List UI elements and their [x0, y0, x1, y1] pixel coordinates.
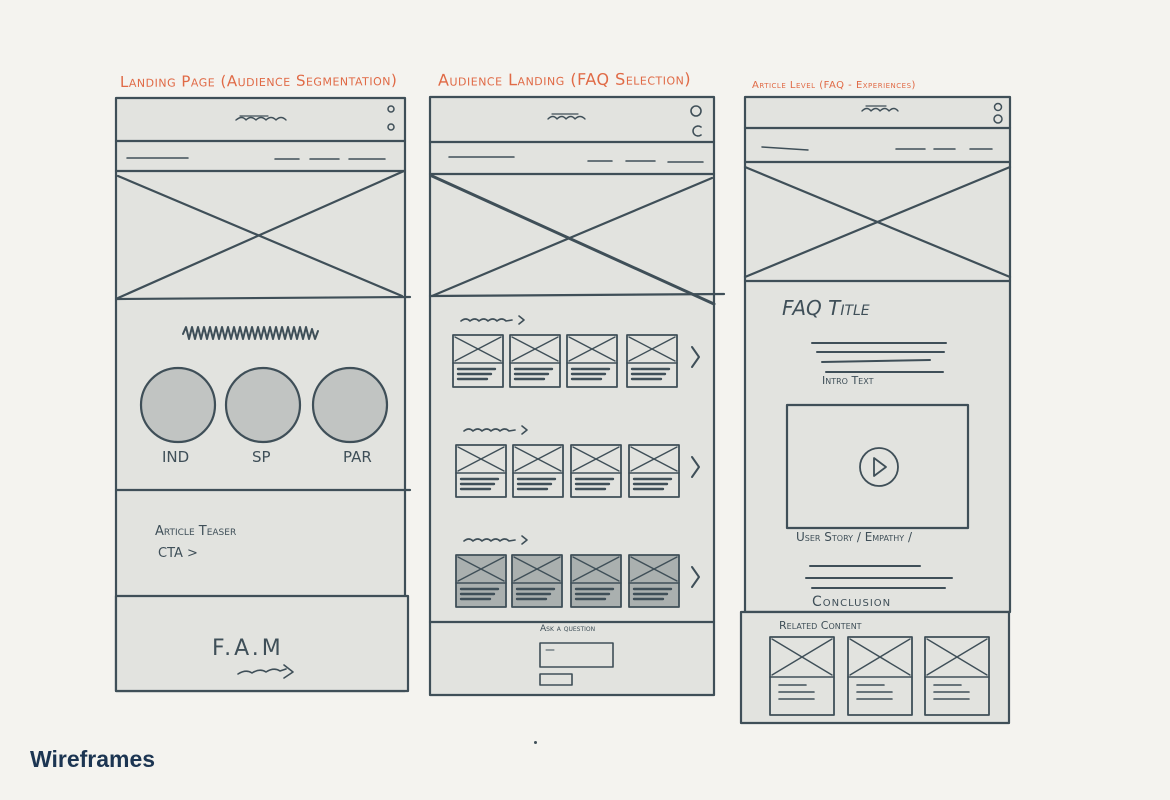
logo-scribble	[235, 116, 287, 121]
play-icon-circle[interactable]	[859, 447, 899, 487]
chevron-right-icon[interactable]	[691, 456, 700, 478]
search-icon	[692, 125, 702, 137]
card-image-cross	[514, 446, 562, 472]
faq-card[interactable]	[566, 334, 618, 388]
faq-card-rows	[452, 315, 700, 608]
card-image-cross	[628, 336, 676, 362]
card-frame	[769, 636, 835, 716]
wireframe-title-landing: Landing Page (Audience Segmentation)	[119, 71, 398, 91]
footer-scribble	[237, 668, 287, 675]
video-player[interactable]	[785, 403, 970, 530]
intro-text-label: Intro Text	[822, 374, 874, 387]
card-frame	[847, 636, 913, 716]
faq-card[interactable]	[455, 444, 507, 498]
related-content-card[interactable]	[769, 636, 835, 716]
wireframe-audience-landing	[428, 95, 726, 697]
faq-card[interactable]	[628, 444, 680, 498]
card-image-cross	[572, 556, 620, 582]
wireframe-title-article: Article Level (FAQ - Experiences)	[752, 80, 916, 91]
audience-label-sp: SP	[252, 448, 271, 466]
logo-scribble	[861, 107, 899, 112]
card-image-cross	[513, 556, 561, 582]
row-heading-scribble	[460, 318, 513, 322]
menu-icon	[690, 105, 702, 117]
card-image-cross	[572, 446, 620, 472]
faq-card[interactable]	[511, 554, 563, 608]
card-image-cross	[457, 556, 505, 582]
hero-image-placeholder	[428, 174, 726, 306]
row-heading-arrow-icon	[518, 315, 525, 325]
faq-card[interactable]	[628, 554, 680, 608]
wireframe-title-audience: Audience Landing (FAQ Selection)	[437, 69, 692, 90]
card-image-cross	[457, 446, 505, 472]
faq-title-label: FAQ Title	[782, 296, 870, 320]
audience-label-par: PAR	[343, 448, 372, 466]
ask-question-label: Ask a question	[540, 624, 596, 634]
audience-label-ind: IND	[162, 448, 190, 466]
faq-row	[455, 535, 700, 608]
row-heading-scribble	[463, 538, 516, 542]
search-icon	[387, 123, 395, 131]
wireframe-article-level	[739, 95, 1012, 725]
row-heading-arrow-icon	[521, 425, 528, 435]
menu-icon	[387, 105, 395, 113]
card-image-cross	[630, 446, 678, 472]
menu-icon	[993, 102, 1003, 112]
related-content-label: Related Content	[779, 619, 862, 632]
cta-link[interactable]: CTA >	[158, 546, 198, 561]
intro-text-lines	[811, 342, 947, 373]
search-icon	[993, 114, 1003, 124]
audience-circle-ind[interactable]	[139, 366, 217, 444]
conclusion-text-lines	[805, 565, 953, 589]
user-story-label: User Story / Empathy /	[796, 530, 912, 544]
card-image-cross	[630, 556, 678, 582]
chevron-right-icon[interactable]	[691, 346, 700, 368]
card-frame	[924, 636, 990, 716]
faq-row	[452, 315, 700, 388]
footer-panel	[114, 594, 410, 693]
card-image-cross	[771, 638, 833, 676]
card-image-cross	[511, 336, 559, 362]
faq-card[interactable]	[570, 444, 622, 498]
audience-circle-par[interactable]	[311, 366, 389, 444]
wireframe-landing-page	[114, 96, 412, 693]
footer-arrow-icon	[283, 664, 294, 679]
section-heading-scribble	[182, 326, 319, 340]
faq-card[interactable]	[452, 334, 504, 388]
faq-card[interactable]	[509, 334, 561, 388]
faq-card[interactable]	[626, 334, 678, 388]
question-input[interactable]	[539, 642, 614, 668]
faq-card[interactable]	[455, 554, 507, 608]
nav-link	[761, 146, 809, 151]
faq-card[interactable]	[570, 554, 622, 608]
page-caption: Wireframes	[30, 746, 156, 772]
hero-image-placeholder	[743, 165, 1012, 283]
logo-scribble	[547, 115, 586, 120]
row-heading-arrow-icon	[521, 535, 528, 545]
card-image-cross	[926, 638, 988, 676]
play-icon[interactable]	[873, 457, 887, 477]
hero-image-placeholder	[114, 169, 412, 301]
card-image-cross	[849, 638, 911, 676]
page-indicator-dot	[534, 741, 537, 744]
faq-card[interactable]	[512, 444, 564, 498]
submit-question-button[interactable]	[539, 673, 573, 686]
card-image-cross	[454, 336, 502, 362]
related-content-card[interactable]	[847, 636, 913, 716]
related-content-card[interactable]	[924, 636, 990, 716]
article-teaser-label: Article Teaser	[155, 524, 237, 539]
chevron-right-icon[interactable]	[691, 566, 700, 588]
footer-fam-label: F.A.M	[212, 636, 284, 661]
audience-circle-sp[interactable]	[224, 366, 302, 444]
card-image-cross	[568, 336, 616, 362]
row-heading-scribble	[463, 428, 516, 432]
related-content-cards	[769, 636, 990, 716]
faq-row	[455, 425, 700, 498]
conclusion-label: Conclusion	[812, 594, 892, 610]
